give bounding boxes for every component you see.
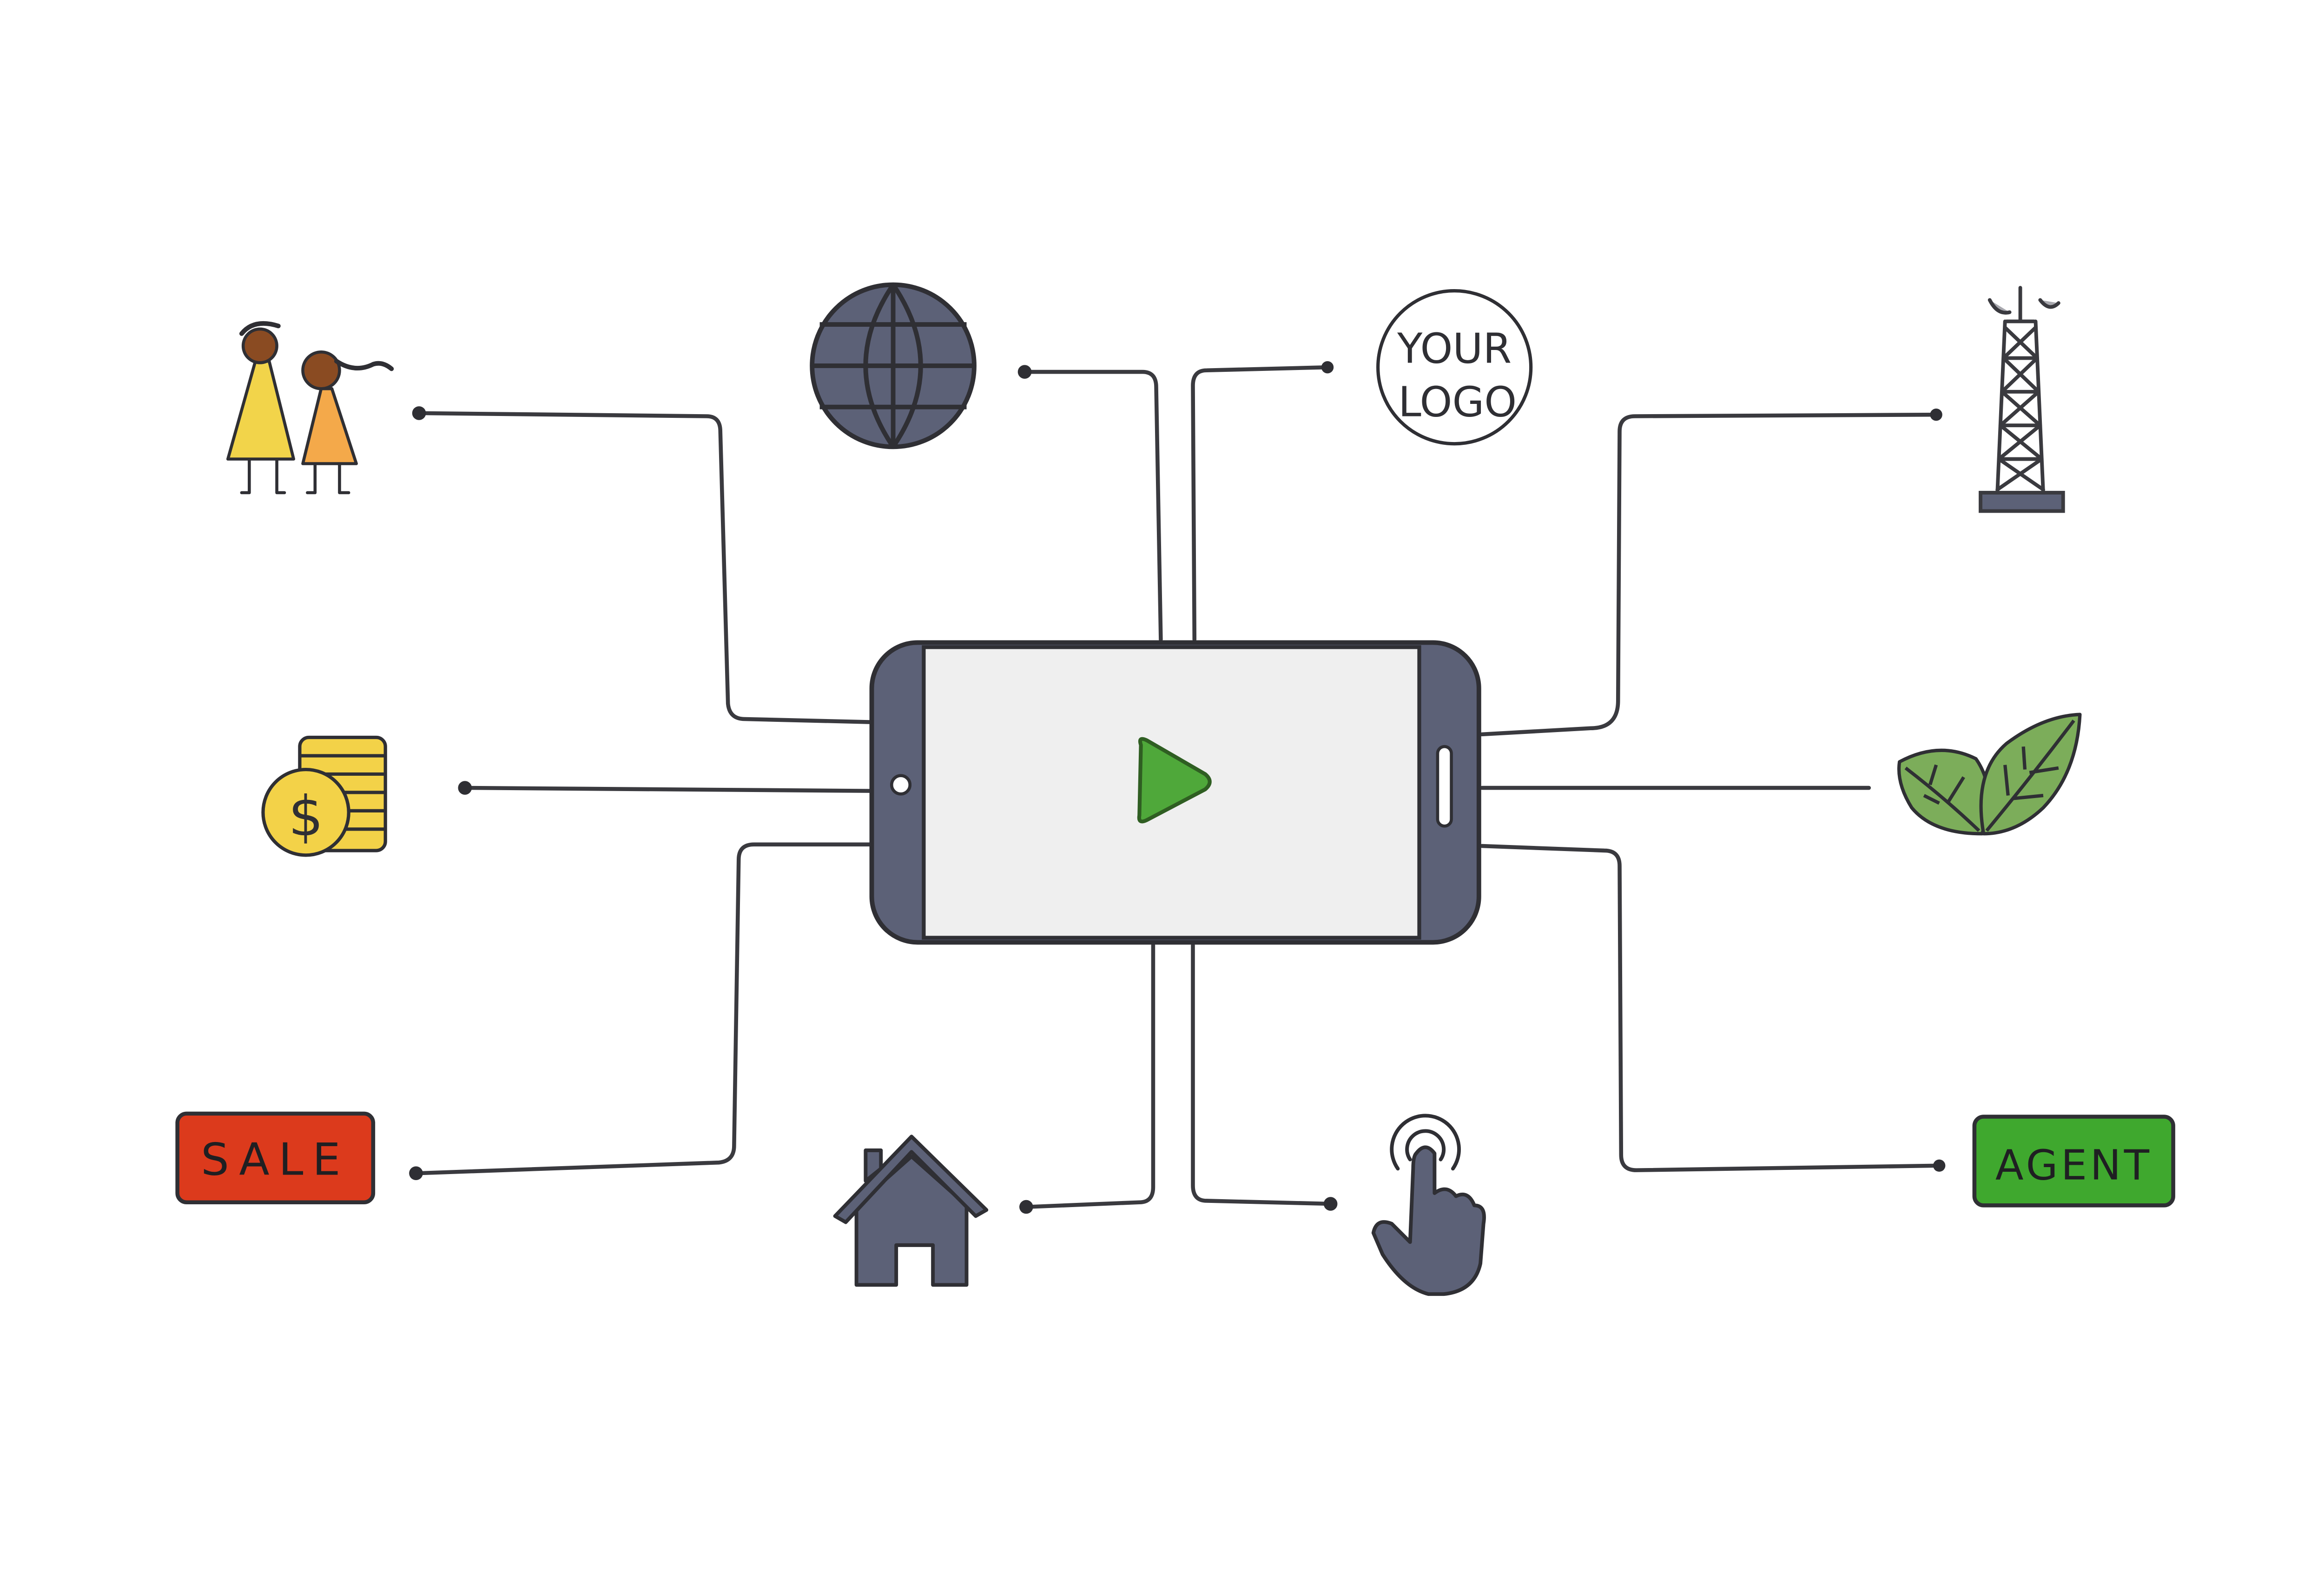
person-a-dress xyxy=(226,359,296,461)
endpoint-home xyxy=(1019,1200,1033,1214)
person-a-head xyxy=(241,327,278,364)
connector-money xyxy=(464,786,872,793)
person-b-ponytail xyxy=(334,359,394,371)
person-a-legs xyxy=(240,457,286,495)
people-icon xyxy=(226,321,394,495)
coins-icon: $ xyxy=(261,735,387,857)
tower-legs xyxy=(1995,319,2045,495)
tap-hand xyxy=(1371,1145,1486,1296)
endpoint-sale xyxy=(409,1166,423,1181)
endpoint-people xyxy=(412,406,426,420)
tower-base xyxy=(1979,491,2065,513)
leaf-right-vein xyxy=(1985,720,2075,832)
tap-hand-icon[interactable] xyxy=(1371,1114,1486,1296)
person-b-legs xyxy=(306,462,350,495)
dollar-sign: $ xyxy=(288,784,323,848)
endpoint-agent xyxy=(1933,1159,1946,1172)
logo-badge-circle xyxy=(1376,289,1533,446)
connector-tower xyxy=(1480,412,1938,737)
home-roof xyxy=(833,1135,989,1224)
leaf-left-vein xyxy=(1904,764,1981,832)
connector-people xyxy=(418,411,872,724)
tower-top xyxy=(2005,286,2036,323)
sale-tag-box xyxy=(175,1111,376,1205)
person-b-dress xyxy=(301,387,358,465)
sale-tag-label: SALE xyxy=(201,1134,350,1186)
smartphone xyxy=(869,640,1481,945)
connector-agent xyxy=(1480,844,1941,1172)
home-icon xyxy=(833,1135,989,1287)
logo-text-your: YOUR xyxy=(1397,324,1512,372)
logo-text-logo: LOGO xyxy=(1398,378,1517,426)
connector-logo xyxy=(1191,365,1330,642)
dollar-coin xyxy=(261,767,350,857)
phone-camera xyxy=(890,774,912,796)
play-icon[interactable] xyxy=(1137,737,1212,824)
person-a-hair xyxy=(239,321,281,336)
connector-sale xyxy=(415,842,872,1175)
endpoint-money xyxy=(458,781,472,795)
endpoint-tower xyxy=(1930,409,1942,421)
tower-dish-left xyxy=(1987,298,2012,315)
agent-tag-label: AGENT xyxy=(1995,1141,2152,1189)
connector-lines xyxy=(415,365,1941,1209)
sale-tag-icon[interactable]: SALE xyxy=(175,1111,376,1205)
phone-home-button xyxy=(1436,745,1453,828)
tap-ripple-outer xyxy=(1390,1114,1461,1171)
logo-badge-icon: YOUR LOGO xyxy=(1376,289,1533,446)
endpoint-logo xyxy=(1321,361,1334,374)
connector-touch xyxy=(1191,943,1333,1206)
agent-tag-box xyxy=(1972,1115,2175,1208)
person-b-head xyxy=(301,350,341,390)
leaves-icon xyxy=(1897,713,2082,836)
tower-dish-right xyxy=(2038,298,2060,309)
tap-ripple-inner xyxy=(1405,1129,1446,1162)
agent-tag-icon[interactable]: AGENT xyxy=(1972,1115,2175,1208)
globe-longitudes xyxy=(863,283,923,449)
globe-icon xyxy=(810,282,977,449)
radio-tower-icon xyxy=(1979,286,2065,513)
connector-globe xyxy=(1023,370,1163,642)
endpoint-touch xyxy=(1323,1197,1338,1211)
endpoint-globe xyxy=(1017,365,1032,379)
connector-home xyxy=(1025,943,1155,1209)
leaf-left xyxy=(1897,748,1990,836)
connector-endpoints xyxy=(409,361,1946,1214)
tower-lattice xyxy=(1995,325,2045,492)
